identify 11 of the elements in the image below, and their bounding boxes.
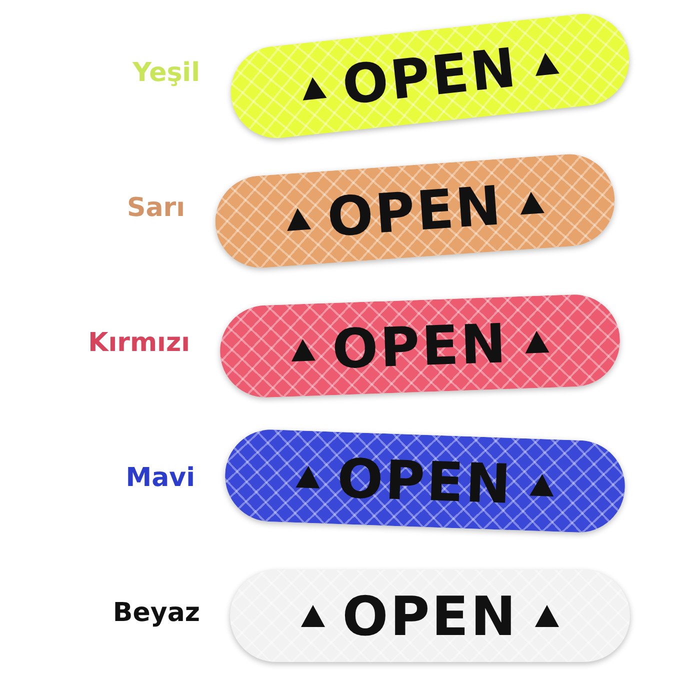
sticker-text: OPEN — [325, 173, 505, 249]
color-label: Yeşil — [132, 58, 200, 88]
sticker-text: OPEN — [336, 446, 514, 516]
reflective-sticker — [230, 570, 630, 662]
sticker-text: OPEN — [342, 584, 518, 648]
sticker-text: OPEN — [339, 36, 521, 116]
color-label: Sarı — [126, 193, 185, 223]
color-label: Beyaz — [112, 598, 200, 628]
color-label: Mavi — [126, 463, 195, 493]
color-label: Kırmızı — [88, 328, 190, 358]
sticker-text: OPEN — [331, 311, 509, 381]
